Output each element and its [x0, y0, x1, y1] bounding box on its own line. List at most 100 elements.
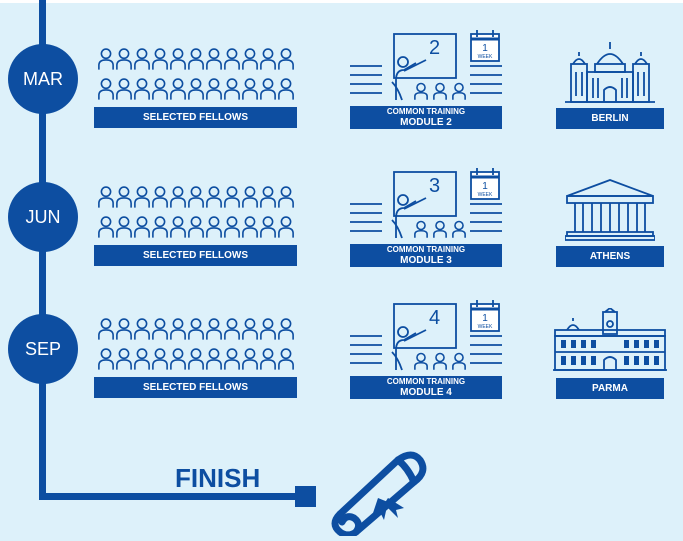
person-icon — [116, 186, 132, 209]
person-icon — [242, 48, 258, 71]
stage-3: SELECTED FELLOWS 4 1 WEEK COMMON — [0, 270, 683, 400]
cathedral-icon — [565, 42, 655, 103]
palazzo-icon — [553, 308, 667, 371]
person-icon — [98, 348, 114, 371]
top-border — [0, 0, 683, 3]
timeline-end-line — [39, 493, 303, 500]
person-icon — [224, 186, 240, 209]
finish-label: FINISH — [175, 463, 261, 493]
person-icon — [98, 216, 114, 239]
finish-marker — [295, 486, 316, 507]
person-icon — [134, 186, 150, 209]
module-number: 2 — [429, 37, 440, 59]
person-icon — [260, 216, 276, 239]
person-icon — [152, 48, 168, 71]
person-icon — [206, 216, 222, 239]
person-icon — [242, 216, 258, 239]
training-label: COMMON TRAINING MODULE 4 — [350, 376, 502, 399]
person-icon — [116, 318, 132, 341]
person-icon — [242, 348, 258, 371]
module-number: 3 — [429, 175, 440, 197]
person-icon — [134, 348, 150, 371]
person-icon — [170, 78, 186, 101]
person-icon — [224, 348, 240, 371]
fellows-label: SELECTED FELLOWS — [94, 377, 297, 398]
person-icon — [116, 216, 132, 239]
person-icon — [170, 348, 186, 371]
person-icon — [206, 48, 222, 71]
city-label: PARMA — [556, 378, 664, 399]
person-icon — [188, 216, 204, 239]
person-icon — [170, 48, 186, 71]
person-icon — [278, 216, 294, 239]
training-label: COMMON TRAINING MODULE 2 — [350, 106, 502, 129]
training-presentation-icon: 3 1 WEEK — [350, 168, 502, 239]
person-icon — [170, 216, 186, 239]
person-icon — [152, 186, 168, 209]
person-icon — [98, 78, 114, 101]
person-icon — [260, 48, 276, 71]
training-label-line2: MODULE 2 — [400, 117, 452, 128]
person-icon — [224, 318, 240, 341]
person-icon — [188, 48, 204, 71]
training-presentation-icon: 4 1 WEEK — [350, 300, 502, 371]
training-presentation-icon: 2 1 WEEK — [350, 30, 502, 101]
training-label-line1: COMMON TRAINING — [386, 377, 466, 386]
svg-text:WEEK: WEEK — [478, 192, 493, 198]
svg-text:WEEK: WEEK — [478, 324, 493, 330]
person-icon — [116, 48, 132, 71]
person-icon — [224, 48, 240, 71]
person-icon — [116, 78, 132, 101]
person-icon — [170, 186, 186, 209]
month-circle-2: JUN — [8, 182, 78, 252]
person-icon — [134, 216, 150, 239]
person-icon — [278, 186, 294, 209]
person-icon — [242, 318, 258, 341]
person-icon — [152, 216, 168, 239]
greek-temple-icon — [565, 179, 655, 241]
person-icon — [260, 318, 276, 341]
person-icon — [242, 78, 258, 101]
person-icon — [152, 78, 168, 101]
person-icon — [134, 318, 150, 341]
audience-icon — [98, 186, 294, 239]
training-label-line2: MODULE 3 — [400, 255, 452, 266]
person-icon — [278, 318, 294, 341]
person-icon — [134, 48, 150, 71]
fellows-label: SELECTED FELLOWS — [94, 107, 297, 128]
person-icon — [188, 78, 204, 101]
person-icon — [152, 348, 168, 371]
city-label: ATHENS — [556, 246, 664, 267]
svg-text:WEEK: WEEK — [478, 54, 493, 60]
diploma-icon — [331, 451, 427, 536]
stage-1: SELECTED FELLOWS 2 1 WEEK COMMON — [0, 0, 683, 130]
person-icon — [152, 318, 168, 341]
module-number: 4 — [429, 307, 440, 329]
person-icon — [206, 318, 222, 341]
svg-text:1: 1 — [482, 181, 488, 192]
person-icon — [260, 348, 276, 371]
person-icon — [242, 186, 258, 209]
person-icon — [170, 318, 186, 341]
person-icon — [260, 78, 276, 101]
training-label-line1: COMMON TRAINING — [386, 245, 466, 254]
month-circle-1: MAR — [8, 44, 78, 114]
person-icon — [206, 78, 222, 101]
svg-text:1: 1 — [482, 43, 488, 54]
person-icon — [98, 48, 114, 71]
person-icon — [224, 216, 240, 239]
person-icon — [206, 186, 222, 209]
person-icon — [188, 186, 204, 209]
person-icon — [134, 78, 150, 101]
stage-2: SELECTED FELLOWS 3 1 WEEK COMMON — [0, 138, 683, 268]
person-icon — [188, 318, 204, 341]
person-icon — [206, 348, 222, 371]
person-icon — [278, 78, 294, 101]
audience-icon — [98, 318, 294, 371]
person-icon — [278, 348, 294, 371]
person-icon — [260, 186, 276, 209]
training-label-line2: MODULE 4 — [400, 387, 452, 398]
fellows-label: SELECTED FELLOWS — [94, 245, 297, 266]
audience-icon — [98, 48, 294, 101]
person-icon — [116, 348, 132, 371]
